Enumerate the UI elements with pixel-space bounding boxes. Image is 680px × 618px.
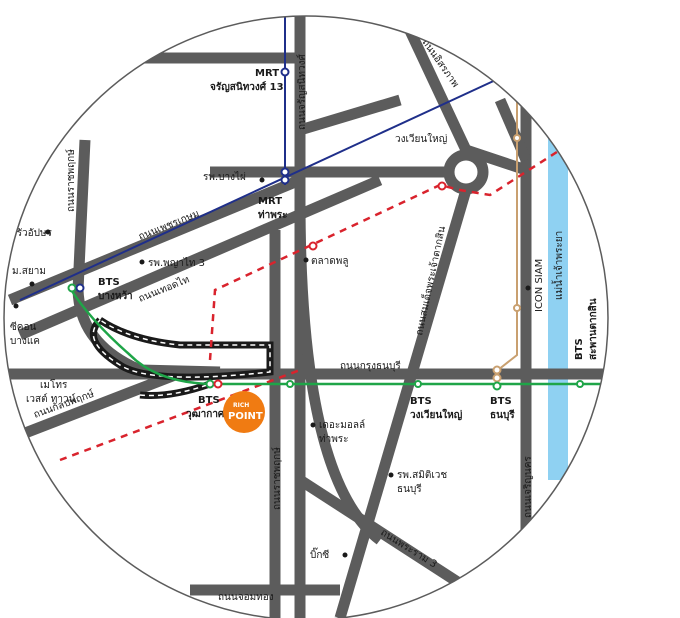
mrt-blue-line: [19, 77, 501, 301]
station-label-bts-wongwian-1: BTS: [410, 396, 432, 407]
station-label-bts-wongwian-2: วงเวียนใหญ่: [410, 408, 463, 421]
station-label-bts-saphan-1: BTS: [574, 338, 585, 360]
place-label-the-mall-2: ท่าพระ: [319, 434, 349, 445]
place-label-siam-univ: ม.สยาม: [12, 266, 46, 277]
road-label-krung-thonburi: ถนนกรุงธนบุรี: [340, 360, 401, 372]
red-dashed-line: [208, 148, 561, 361]
rich-point-logo: RICH POINT: [223, 391, 265, 433]
road-label-ratchaphruek-lower: ถนนราชพฤกษ์: [271, 447, 283, 510]
station-label-bts-wutthakat-1: BTS: [198, 395, 220, 406]
station-label-mrt-thapra-1: MRT: [258, 196, 282, 207]
poi-dots: [13, 177, 531, 558]
station-markers: [67, 67, 584, 391]
place-label-metro-1: เมโทร: [40, 378, 68, 391]
road-label-charoen-nakhon: ถนนเจริญนคร: [523, 456, 534, 518]
station-label-mrt-thapra-2: ท่าพระ: [258, 209, 288, 221]
station-label-bts-wutthakat-2: วุฒากาศ: [186, 409, 225, 420]
expressway: [89, 317, 274, 399]
wongwian-yai-roundabout: [443, 149, 489, 195]
logo-text-bottom: POINT: [228, 411, 263, 422]
road-label-ratchaphruek: ถนนราชพฤกษ์: [65, 149, 77, 212]
place-label-seacon-1: ซีคอน: [10, 321, 36, 333]
station-label-bts-bangwa-2: บางหว้า: [98, 290, 133, 302]
bts-green-line: [68, 287, 608, 386]
place-label-bangphai-hospital: รพ.บางไผ่: [203, 171, 246, 183]
station-label-bts-saphan-2: สะพานตากสิน: [587, 298, 599, 360]
place-label-metro-2: เวสต์ ทาวน์: [26, 393, 76, 405]
place-label-krua-apsorn: ครัวอัปษร: [10, 228, 53, 239]
station-label-bts-thonburi-2: ธนบุรี: [490, 409, 515, 421]
station-label-mrt-charan13-1: MRT: [255, 68, 279, 79]
place-label-samitivej-1: รพ.สมิติเวช: [397, 470, 447, 481]
road-label-charansanitwong: ถนนจรัญสนิทวงศ์: [296, 53, 308, 130]
place-label-seacon-2: บางแค: [10, 336, 40, 347]
place-label-icon-siam: ICON SIAM: [534, 259, 545, 312]
road-label-chom-thong: ถนนจอมทอง: [218, 592, 274, 603]
place-label-phyathai3: รพ.พญาไท 3: [148, 257, 205, 269]
station-label-mrt-charan13-2: จรัญสนิทวงศ์ 13: [210, 81, 284, 93]
logo-text-top: RICH: [233, 402, 249, 409]
place-label-the-mall-1: เดอะมอลล์: [319, 419, 365, 431]
place-label-samitivej-2: ธนบุรี: [397, 483, 422, 495]
map-circle-frame: [3, 15, 609, 618]
place-label-wongwian-yai: วงเวียนใหญ่: [395, 133, 447, 145]
place-label-chao-phraya: แม่น้ำเจ้าพระยา: [551, 231, 565, 300]
place-label-talat-phlu: ตลาดพลู: [311, 256, 348, 267]
place-label-big-c: บิ๊กซี: [310, 547, 329, 561]
station-label-bts-thonburi-1: BTS: [490, 396, 512, 407]
station-label-bts-bangwa-1: BTS: [98, 277, 120, 288]
